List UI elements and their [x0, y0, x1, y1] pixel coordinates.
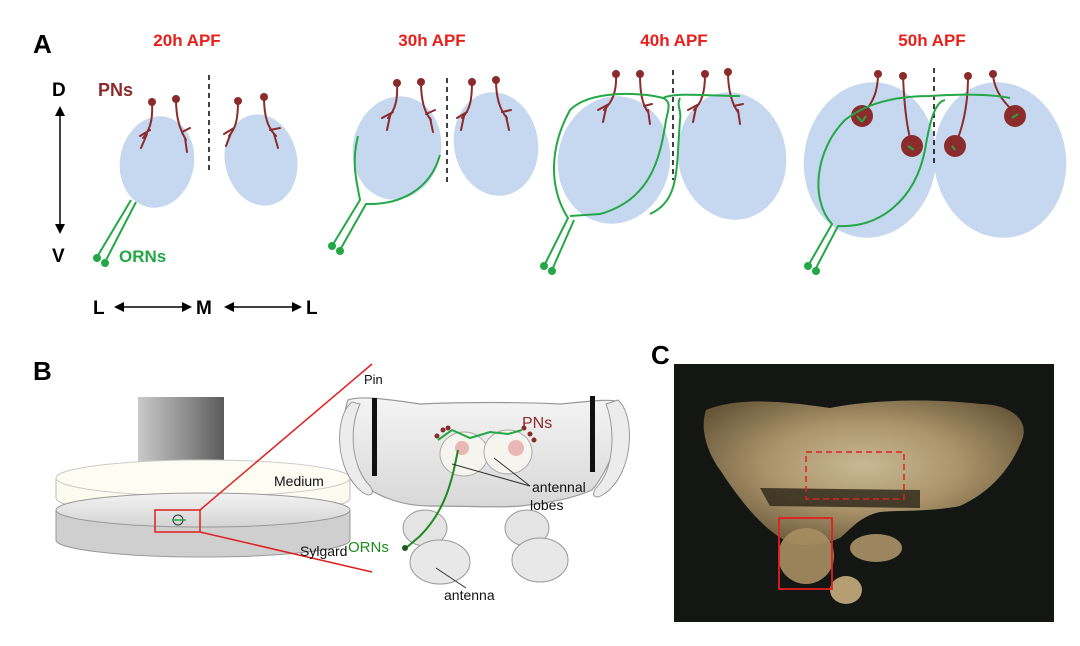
stage-20h-diagram: PNs ORNs [93, 75, 298, 267]
orn-axons [540, 92, 741, 275]
orn-axons [804, 93, 1019, 275]
panel-a-letter: A [33, 29, 52, 59]
pn-markers [434, 425, 537, 443]
panel-b-letter: B [33, 356, 52, 386]
sample-roi-box [154, 509, 201, 533]
pn-neurons [863, 70, 1013, 139]
pin-left [372, 398, 377, 476]
antenna-label: antenna [444, 587, 495, 603]
panel-b: B Medium Sylgard [33, 356, 630, 603]
roi-box-dashed [805, 451, 905, 500]
brain-explant [339, 396, 630, 585]
antennal-lobe-left [557, 96, 671, 224]
dv-arrow [55, 106, 65, 234]
pns-label-b: PNs [522, 415, 552, 432]
pn-neurons [381, 76, 512, 133]
zoom-line-top [199, 363, 373, 511]
panel-a: A 20h APF 30h APF 40h APF 50h APF D V L … [33, 29, 1067, 319]
stage-label-30h: 30h APF [398, 31, 465, 50]
medium-label: Medium [274, 473, 324, 489]
orn-axons [93, 199, 137, 267]
stage-40h-diagram [540, 68, 787, 275]
antennal-lobe-left [119, 116, 195, 208]
axis-ventral-label: V [52, 246, 65, 267]
brain-explant-photo [674, 364, 1054, 622]
orns-label-b: ORNs [348, 539, 389, 556]
orns-label: ORNs [119, 247, 166, 266]
axis-lateral-right-label: L [306, 298, 318, 319]
antennal-lobe-left [352, 96, 442, 200]
antennal-lobe-right [677, 92, 787, 220]
zoom-line-bottom [199, 531, 373, 573]
axis-medial-label: M [196, 298, 212, 319]
axis-lateral-left-label: L [93, 298, 105, 319]
roi-box-solid [778, 517, 833, 590]
antennal-lobes-label-line1: antennal [532, 479, 586, 495]
stage-label-40h: 40h APF [640, 31, 707, 50]
stage-50h-diagram [803, 68, 1067, 275]
pin-label: Pin [364, 372, 383, 387]
stage-label-50h: 50h APF [898, 31, 965, 50]
pns-label: PNs [98, 80, 133, 100]
pin-right [590, 396, 595, 472]
antennal-lobes-label-line2: lobes [530, 497, 563, 513]
stage-30h-diagram [328, 76, 539, 255]
sylgard-label: Sylgard [300, 543, 347, 559]
pn-neurons [139, 93, 281, 153]
orn-axons [328, 135, 441, 255]
stage-label-20h: 20h APF [153, 31, 220, 50]
lm-arrows [114, 302, 302, 312]
antennal-lobe-right [933, 82, 1067, 238]
panel-c: C [651, 340, 1054, 622]
pn-glomeruli [851, 105, 1026, 157]
panel-c-letter: C [651, 340, 670, 370]
axis-dorsal-label: D [52, 80, 66, 101]
antennal-lobe-right [224, 114, 298, 206]
antennal-lobe-right [453, 92, 539, 196]
